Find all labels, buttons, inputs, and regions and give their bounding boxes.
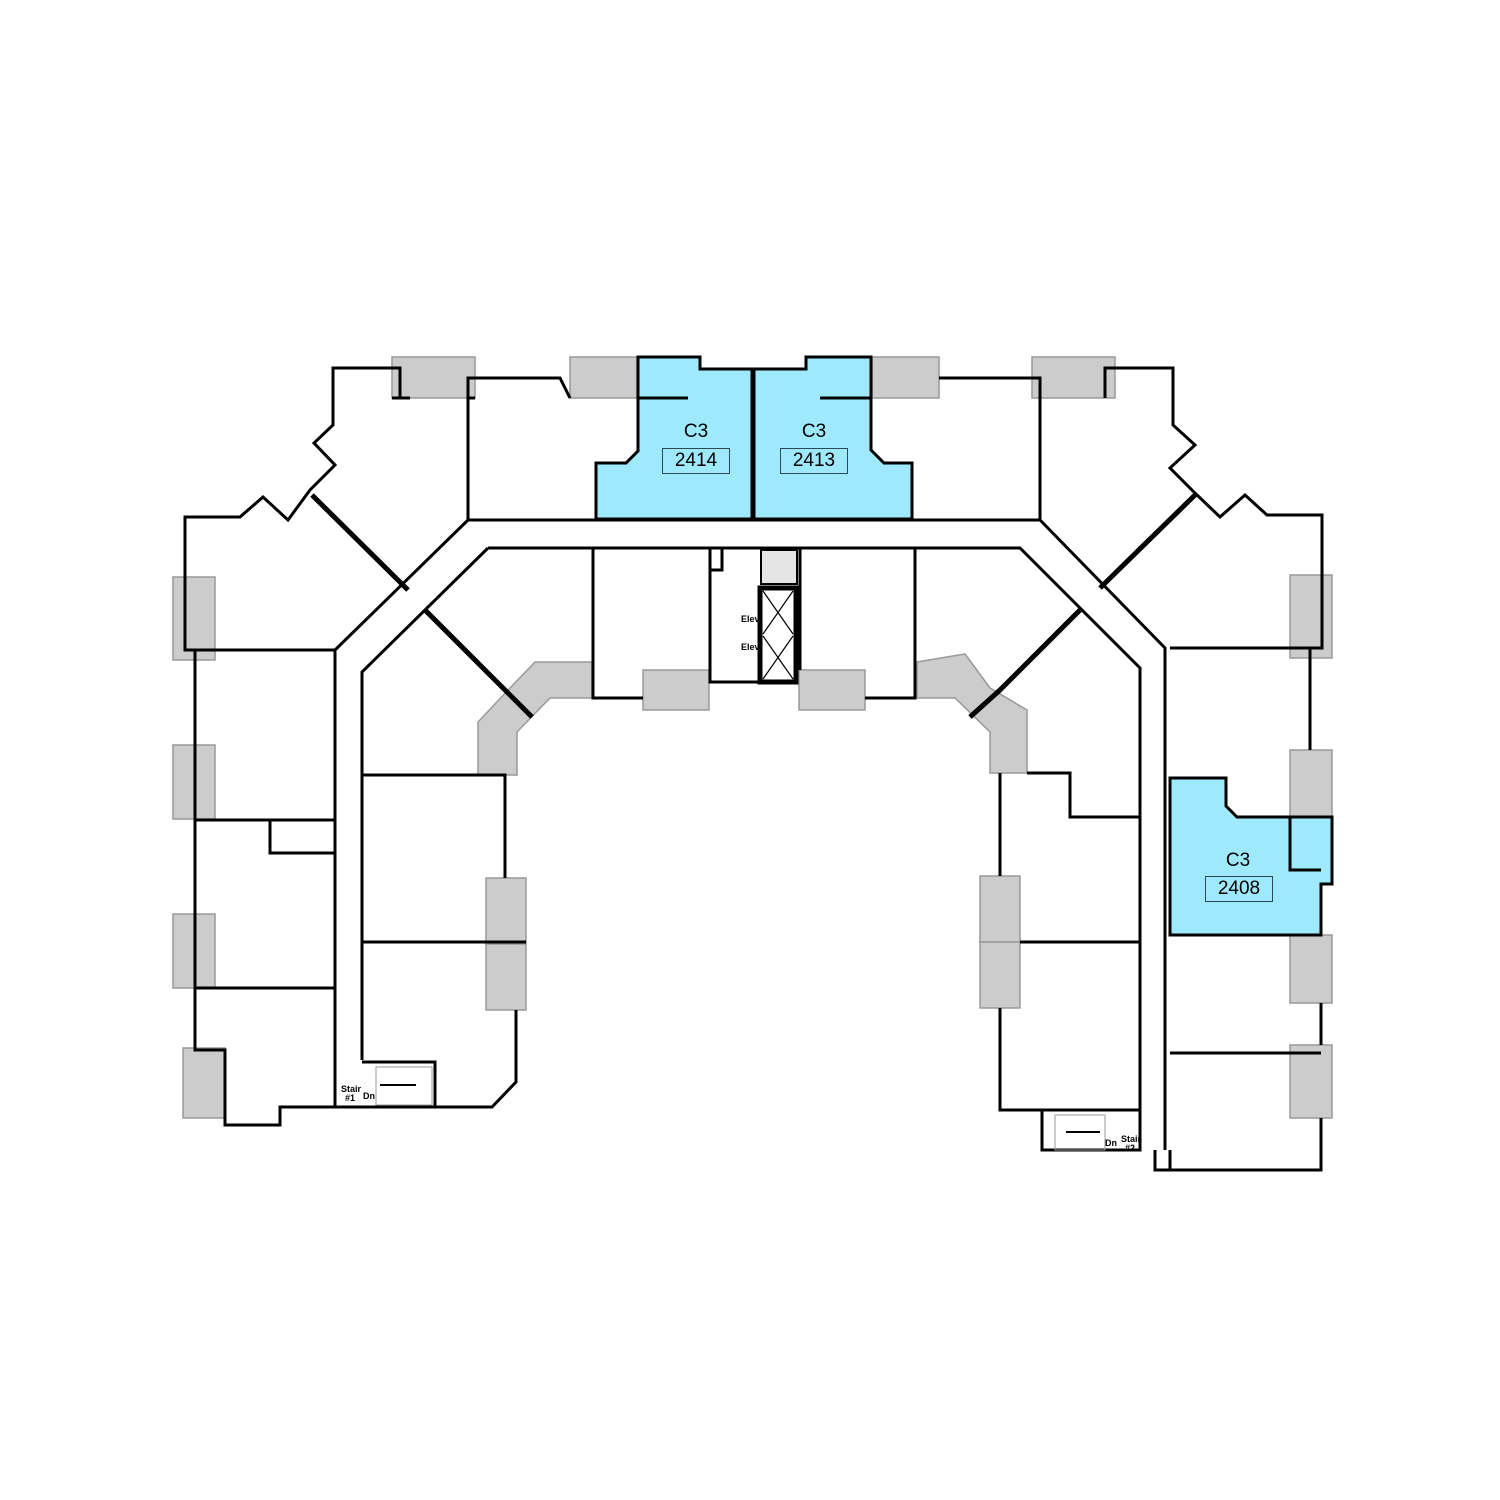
unit-number-2413[interactable]: 2413: [780, 448, 848, 474]
stair-1-number: #1: [345, 1093, 356, 1103]
stair-2-steps: [1054, 1114, 1106, 1151]
walls: [183, 366, 1324, 1172]
unit-number-2414[interactable]: 2414: [662, 448, 730, 474]
elevator-shafts: [760, 549, 798, 680]
unit-number-2408[interactable]: 2408: [1205, 876, 1273, 902]
stair-2-number: #2: [1125, 1143, 1136, 1153]
stair-1-name: Stair: [341, 1084, 362, 1094]
unit-2413-area[interactable]: [752, 355, 914, 521]
unit-2414-area[interactable]: [594, 355, 754, 521]
unit-type-label: C3: [801, 421, 827, 442]
hatched-shaft: [760, 549, 798, 585]
stair-1-steps: [375, 1066, 433, 1106]
stair-2-name: Stair: [1121, 1134, 1142, 1144]
unit-type-label: C3: [683, 421, 709, 442]
elevator-label: Elev: [741, 614, 760, 624]
elevator-label: Elev: [741, 642, 760, 652]
unit-type-label: C3: [1225, 850, 1251, 871]
stair-2-direction: Dn: [1105, 1138, 1117, 1148]
stair-1-direction: Dn: [363, 1091, 375, 1101]
